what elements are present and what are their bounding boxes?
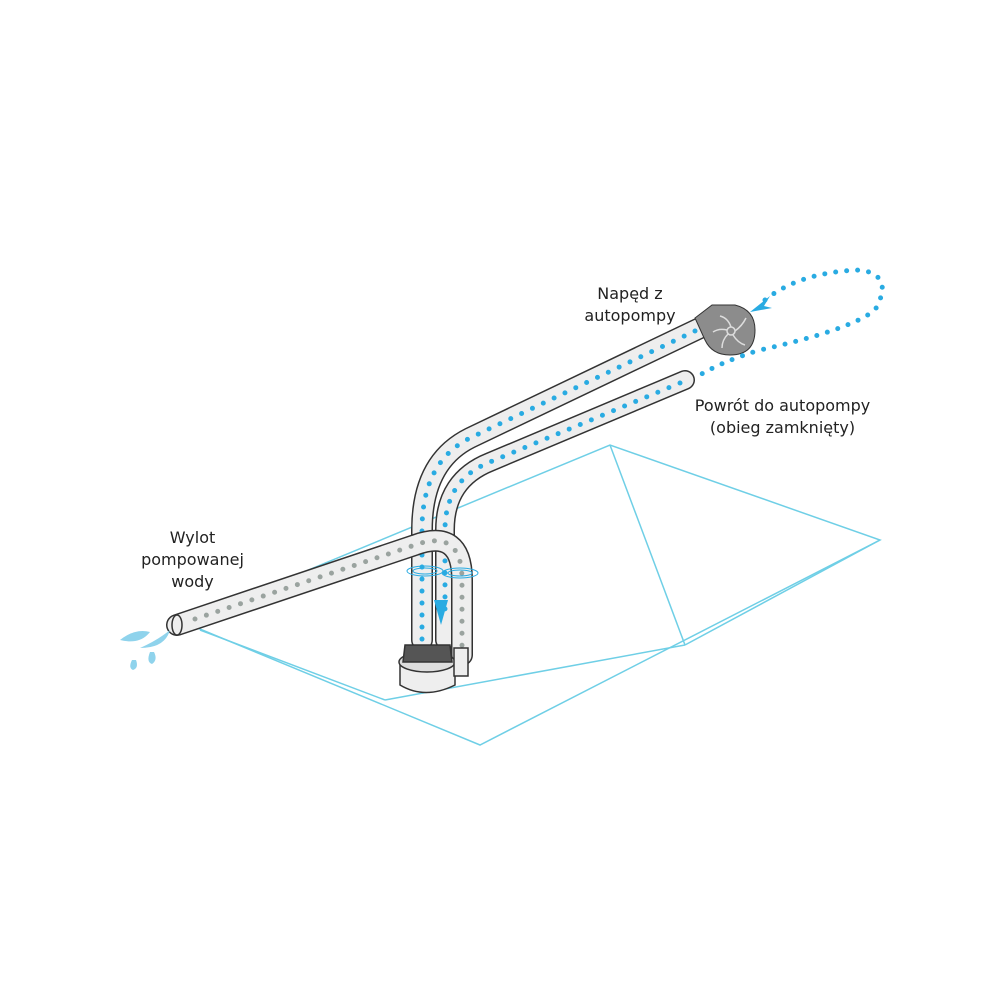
return-pipe [435, 370, 695, 650]
water-surface-ripples [406, 565, 479, 579]
return-label: Powrót do autopompy (obieg zamknięty) [680, 395, 885, 439]
outlet-label-line1: Wylot [169, 528, 216, 547]
return-label-line2: (obieg zamknięty) [709, 418, 856, 437]
closed-loop-flow-dots [692, 267, 885, 381]
outlet-label-line2: pompowanej [141, 550, 244, 569]
outlet-pipe [166, 529, 473, 666]
return-label-line1: Powrót do autopompy [694, 396, 871, 415]
drive-flow-dots [419, 328, 698, 648]
loop-arrow-icon [750, 296, 772, 312]
outlet-label: Wylot pompowanej wody [130, 527, 255, 593]
submersible-pump [398, 644, 469, 694]
drive-label-line1: Napęd z [597, 284, 663, 303]
flow-arrow-down [434, 600, 448, 625]
water-splash-icon [120, 630, 170, 670]
return-flow-dots [442, 380, 683, 613]
outlet-label-line3: wody [171, 572, 214, 591]
drive-pipe [411, 317, 711, 651]
drive-label-line2: autopompy [584, 306, 676, 325]
fan-icon [694, 304, 756, 356]
drive-label: Napęd z autopompy [570, 283, 690, 327]
